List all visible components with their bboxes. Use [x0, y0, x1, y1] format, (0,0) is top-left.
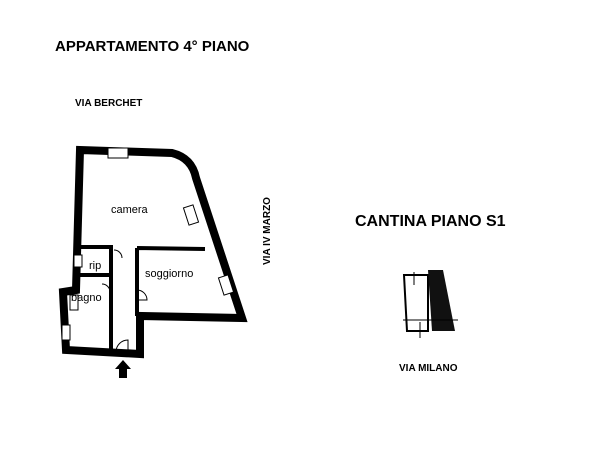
room-label-soggiorno: soggiorno — [145, 268, 194, 280]
room-label-camera: camera — [111, 204, 148, 216]
interior-walls — [80, 245, 206, 352]
apartment-plan — [58, 145, 248, 359]
cellar-walls — [402, 274, 429, 332]
entrance-arrow-icon — [115, 360, 131, 378]
cellar-thick-wall — [428, 270, 455, 331]
room-label-bagno: bagno — [71, 292, 102, 304]
door-swings — [101, 249, 148, 353]
cellar-title: CANTINA PIANO S1 — [355, 213, 506, 230]
windows — [61, 147, 235, 341]
apartment-title: APPARTAMENTO 4° PIANO — [55, 38, 250, 55]
cellar-plan — [402, 270, 458, 338]
room-label-rip: rip — [89, 260, 102, 272]
apartment-outer-walls — [58, 145, 248, 359]
street-label-north: VIA BERCHET — [75, 98, 143, 109]
street-label-cellar: VIA MILANO — [399, 363, 458, 374]
